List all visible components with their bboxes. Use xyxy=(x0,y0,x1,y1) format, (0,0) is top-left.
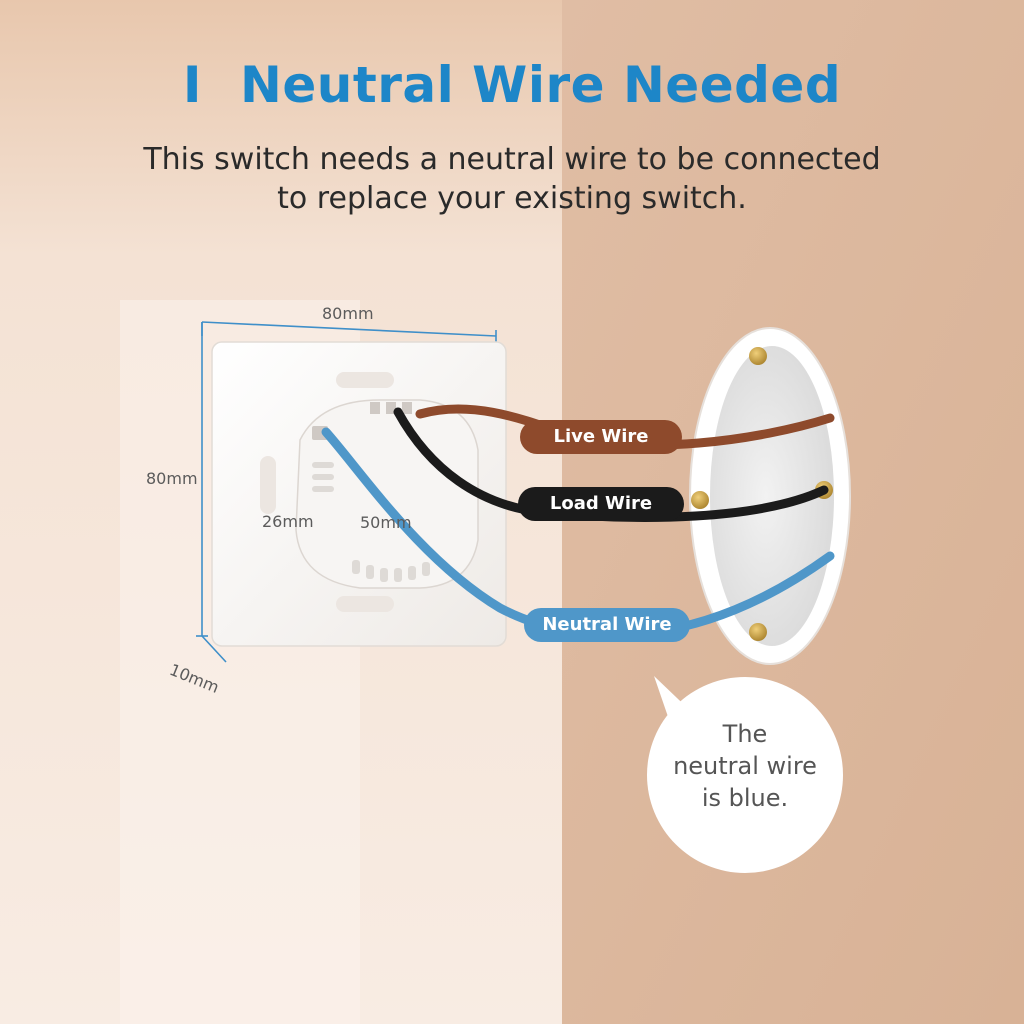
load-wire-label: Load Wire xyxy=(518,487,684,521)
bubble-line-1: The xyxy=(722,720,768,748)
bubble-text: The neutral wire is blue. xyxy=(650,718,840,814)
dimension-depth-front-label: 26mm xyxy=(262,512,314,531)
neutral-wire-label: Neutral Wire xyxy=(524,608,690,642)
dimension-height-label: 80mm xyxy=(146,469,198,488)
bubble-line-3: is blue. xyxy=(701,784,789,812)
title-mark: I xyxy=(182,56,202,114)
dimension-width-label: 80mm xyxy=(322,304,374,323)
title-text: Neutral Wire Needed xyxy=(239,56,842,114)
page-subtitle: This switch needs a neutral wire to be c… xyxy=(112,140,912,218)
speech-bubble xyxy=(647,676,843,873)
neutral-wire-path xyxy=(321,427,835,640)
plate-slot-left xyxy=(260,456,276,514)
plate-slot-top xyxy=(336,372,394,388)
subtitle-line-2: to replace your existing switch. xyxy=(277,181,747,216)
switch-unit xyxy=(211,341,507,647)
dimension-depth-back-label: 50mm xyxy=(360,513,412,532)
live-wire-label: Live Wire xyxy=(520,420,682,454)
bubble-body xyxy=(647,677,843,873)
subtitle-line-1: This switch needs a neutral wire to be c… xyxy=(143,142,881,177)
page-title: I Neutral Wire Needed xyxy=(0,56,1024,114)
module-vents xyxy=(312,462,430,582)
plate-slot-bottom xyxy=(336,596,394,612)
bubble-line-2: neutral wire xyxy=(673,752,817,780)
